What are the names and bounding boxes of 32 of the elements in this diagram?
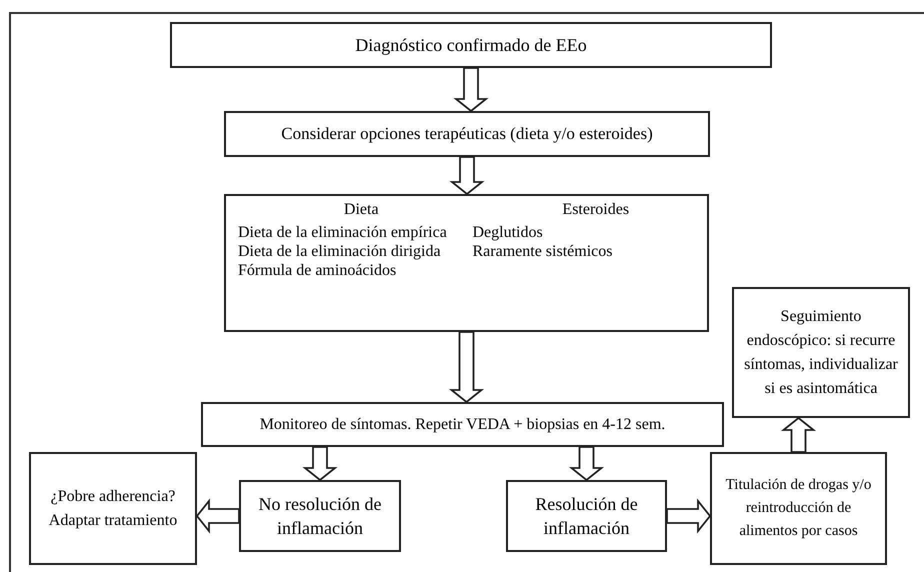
block-arrow bbox=[780, 416, 816, 453]
process-box bbox=[224, 111, 710, 157]
block-arrow bbox=[449, 156, 485, 196]
block-arrow bbox=[666, 498, 712, 534]
box-text: Considerar opciones terapéuticas (dieta y/o esteroides) bbox=[281, 123, 653, 146]
box-text: Dieta de la eliminación empírica bbox=[238, 223, 448, 242]
box-text: Dieta de la eliminación dirigida bbox=[238, 242, 442, 261]
box-text: Esteroides bbox=[561, 200, 630, 219]
box-text: Deglutidos bbox=[472, 223, 544, 242]
box-text: Raramente sistémicos bbox=[472, 242, 614, 261]
process-box bbox=[224, 194, 709, 332]
process-box bbox=[239, 480, 401, 552]
box-text: Dieta bbox=[342, 200, 380, 219]
block-arrow bbox=[302, 446, 338, 482]
block-arrow bbox=[196, 498, 240, 534]
process-box bbox=[732, 287, 910, 418]
box-text: Seguimiento endoscópico: si recurre síntomas, individualizar si es asintomática bbox=[743, 306, 899, 398]
process-box bbox=[710, 452, 887, 565]
box-text: Titulación de drogas y/o reintroducción de alimentos por casos bbox=[724, 476, 872, 541]
process-box bbox=[29, 452, 197, 565]
process-box bbox=[201, 402, 724, 447]
process-box bbox=[170, 22, 772, 68]
block-arrow bbox=[568, 446, 604, 482]
box-text: ¿Pobre adherencia? Adaptar tratamiento bbox=[48, 486, 178, 530]
box-text: Diagnóstico confirmado de EEo bbox=[355, 34, 587, 57]
block-arrow bbox=[453, 67, 489, 112]
box-text: No resolución de inflamación bbox=[258, 493, 382, 540]
box-text: Resolución de inflamación bbox=[534, 493, 639, 540]
block-arrow bbox=[448, 331, 484, 404]
box-text: Monitoreo de síntomas. Repetir VEDA + biopsias en 4-12 sem. bbox=[260, 414, 666, 434]
process-box bbox=[506, 480, 667, 552]
box-text: Fórmula de aminoácidos bbox=[238, 261, 398, 280]
